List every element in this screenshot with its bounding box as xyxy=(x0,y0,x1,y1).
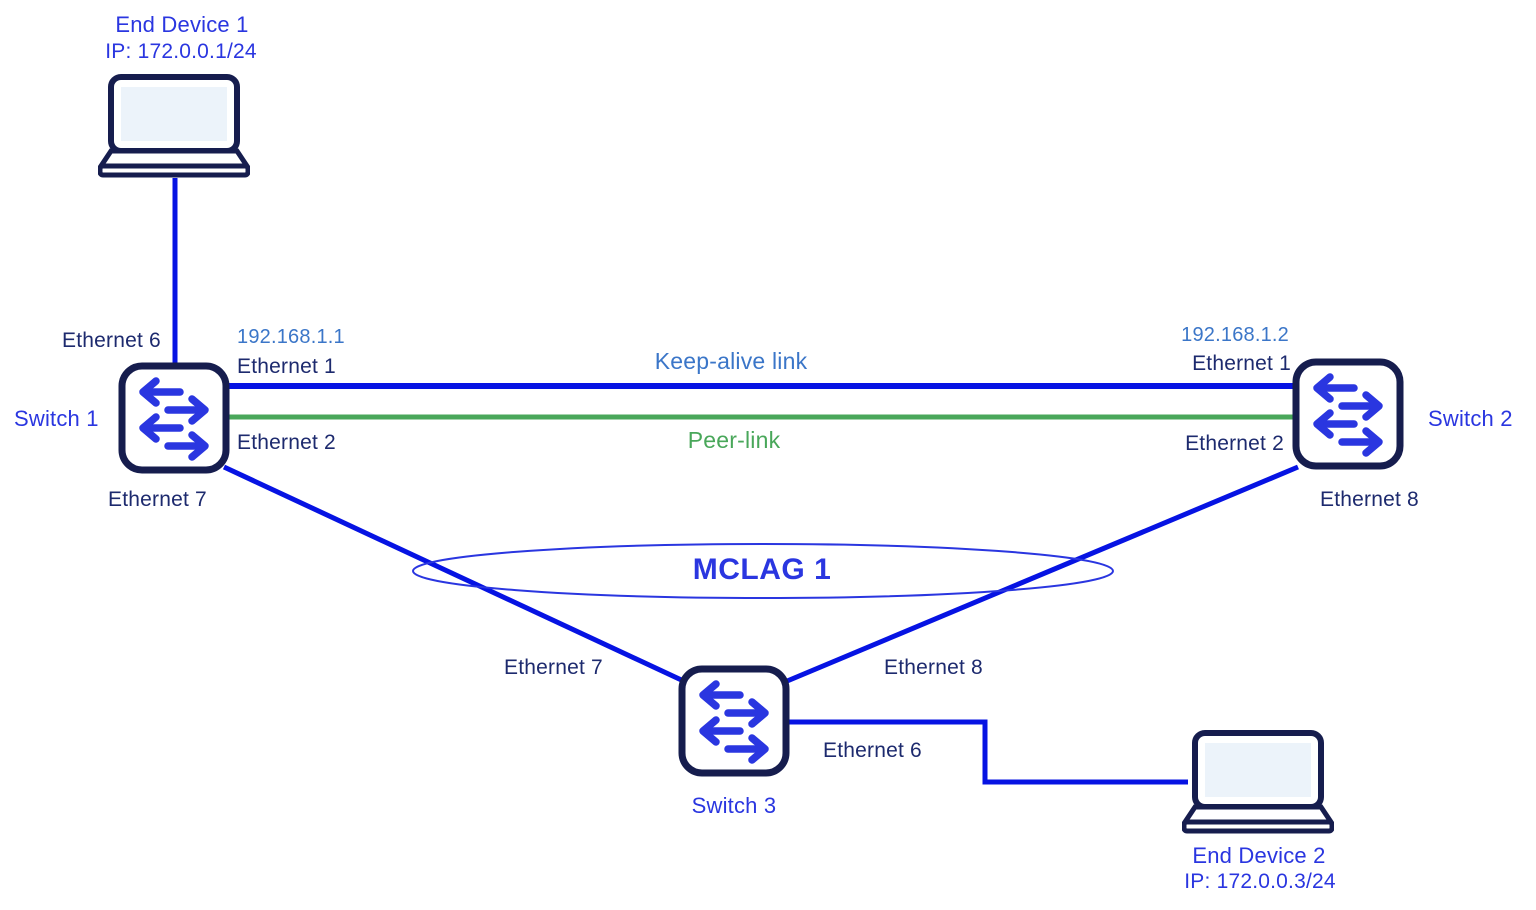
keep-alive-link-label: Keep-alive link xyxy=(654,348,808,374)
switch-3-port-ethernet6: Ethernet 6 xyxy=(823,739,922,762)
mclag-group-label: MCLAG 1 xyxy=(692,553,832,586)
switch-1-port-ethernet6: Ethernet 6 xyxy=(62,329,161,352)
switch-1-port-ethernet1: Ethernet 1 xyxy=(237,355,336,378)
link-switch1-switch3 xyxy=(222,464,692,687)
switch-3-port-ethernet7: Ethernet 7 xyxy=(504,656,603,679)
switch-2-port-ethernet1: Ethernet 1 xyxy=(1192,352,1291,375)
switch-1-label: Switch 1 xyxy=(14,406,99,431)
switch-3-icon xyxy=(678,665,790,777)
switch-3-port-ethernet8: Ethernet 8 xyxy=(884,656,983,679)
mclag-group-ellipse xyxy=(412,543,1114,599)
switch-1-icon xyxy=(118,362,230,474)
end-device-2-label: End Device 2 xyxy=(1192,843,1326,868)
switch-1-port-ethernet7: Ethernet 7 xyxy=(108,488,207,511)
switch-2-port-ethernet2: Ethernet 2 xyxy=(1185,432,1284,455)
peer-link-label: Peer-link xyxy=(687,427,781,453)
end-device-1-ip: IP: 172.0.0.1/24 xyxy=(105,40,257,63)
switch-2-port-ethernet8: Ethernet 8 xyxy=(1320,488,1419,511)
switch-1-ip: 192.168.1.1 xyxy=(237,326,345,348)
link-switch2-switch3 xyxy=(779,464,1299,687)
switch-2-label: Switch 2 xyxy=(1428,406,1513,431)
end-device-1-label: End Device 1 xyxy=(115,12,249,37)
switch-2-icon xyxy=(1292,358,1404,470)
link-switch3-enddevice2 xyxy=(788,719,1188,785)
end-device-2-laptop-icon xyxy=(1182,730,1334,836)
switch-1-port-ethernet2: Ethernet 2 xyxy=(237,431,336,454)
end-device-1-laptop-icon xyxy=(98,74,250,180)
switch-2-ip: 192.168.1.2 xyxy=(1181,324,1289,346)
end-device-2-ip: IP: 172.0.0.3/24 xyxy=(1184,870,1336,893)
switch-3-label: Switch 3 xyxy=(691,793,777,818)
